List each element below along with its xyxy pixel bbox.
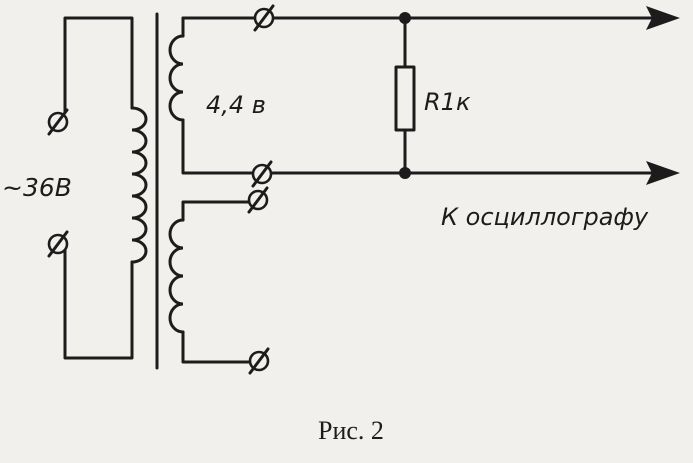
resistor-r1 <box>394 16 416 175</box>
secondary-voltage-label: 4,4 в <box>206 91 266 119</box>
primary-winding <box>63 16 148 360</box>
junction-bottom <box>399 167 411 179</box>
resistor-label: R1к <box>424 88 471 116</box>
terminal-lower-end <box>248 347 270 375</box>
terminal-output-middle <box>251 160 273 188</box>
arrow-top-icon <box>646 6 680 30</box>
terminal-tap <box>247 186 269 214</box>
output-label: К осциллографу <box>441 203 649 231</box>
figure-caption: Рис. 2 <box>318 416 384 445</box>
secondary-winding-lower <box>168 200 257 364</box>
arrow-bottom-icon <box>646 161 680 185</box>
input-voltage-label: ~36В <box>2 173 72 202</box>
junction-top <box>399 12 411 24</box>
terminal-input-bottom <box>47 230 69 258</box>
terminal-output-top <box>253 4 275 32</box>
secondary-winding-upper <box>168 16 264 175</box>
terminal-input-top <box>47 108 69 136</box>
